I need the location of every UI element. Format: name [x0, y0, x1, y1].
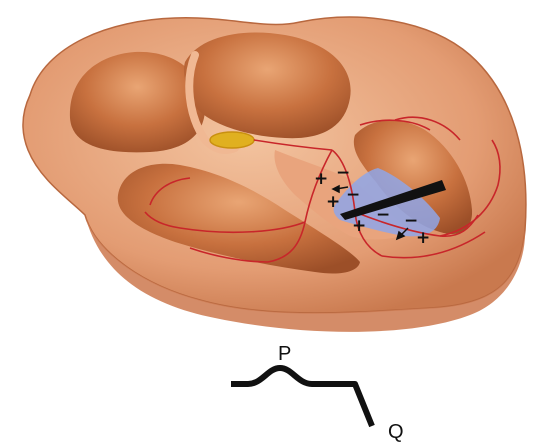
ecg-label-q: Q: [388, 421, 404, 443]
av-node: [210, 132, 254, 148]
plus-sign: +: [314, 169, 328, 189]
minus-sign: −: [346, 185, 360, 205]
plus-sign: +: [326, 192, 340, 212]
ecg-trace: [231, 368, 372, 426]
minus-sign: −: [376, 205, 390, 225]
plus-sign: +: [352, 216, 366, 236]
plus-sign: +: [416, 228, 430, 248]
minus-sign: −: [336, 163, 350, 183]
ecg-label-p: P: [278, 343, 291, 365]
